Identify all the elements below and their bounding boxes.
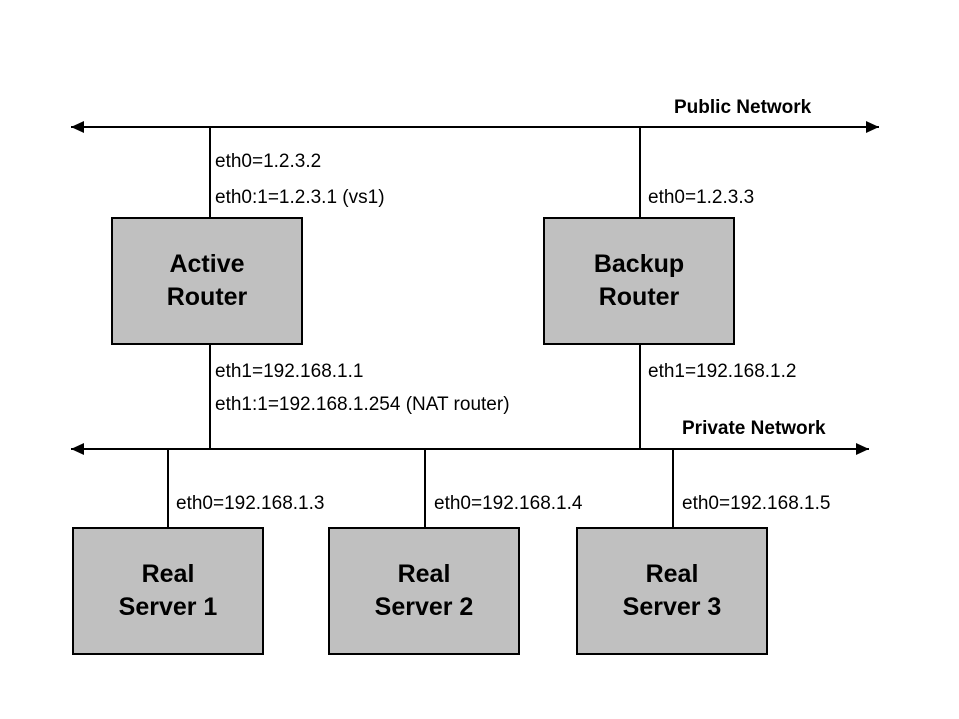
private-network-label: Private Network (682, 418, 826, 439)
node-backup-router-line1: Backup (593, 250, 685, 278)
node-active-router[interactable]: Active Router (111, 217, 303, 345)
node-backup-router[interactable]: Backup Router (543, 217, 735, 345)
iface-label-active-private-primary: eth1=192.168.1.1 (215, 361, 364, 382)
node-backup-router-line2: Router (598, 283, 680, 311)
node-real-server-3-line1: Real (645, 560, 699, 588)
iface-label-active-private-alias: eth1:1=192.168.1.254 (NAT router) (215, 394, 510, 415)
node-real-server-1-line2: Server 1 (118, 593, 218, 621)
iface-label-active-public-alias: eth0:1=1.2.3.1 (vs1) (215, 187, 385, 208)
iface-label-active-public-primary: eth0=1.2.3.2 (215, 151, 322, 172)
node-real-server-2-line2: Server 2 (374, 593, 474, 621)
node-real-server-1-line1: Real (141, 560, 195, 588)
iface-label-real-server-1: eth0=192.168.1.3 (176, 493, 325, 514)
public-network-label: Public Network (674, 97, 812, 118)
iface-label-backup-private-primary: eth1=192.168.1.2 (648, 361, 797, 382)
node-active-router-line2: Router (166, 283, 248, 311)
node-real-server-2-line1: Real (397, 560, 451, 588)
node-active-router-line1: Active (169, 250, 245, 278)
node-real-server-1[interactable]: Real Server 1 (72, 527, 264, 655)
node-real-server-3-line2: Server 3 (622, 593, 722, 621)
node-real-server-3[interactable]: Real Server 3 (576, 527, 768, 655)
iface-label-real-server-3: eth0=192.168.1.5 (682, 493, 831, 514)
node-real-server-2[interactable]: Real Server 2 (328, 527, 520, 655)
iface-label-backup-public-primary: eth0=1.2.3.3 (648, 187, 755, 208)
iface-label-real-server-2: eth0=192.168.1.4 (434, 493, 583, 514)
